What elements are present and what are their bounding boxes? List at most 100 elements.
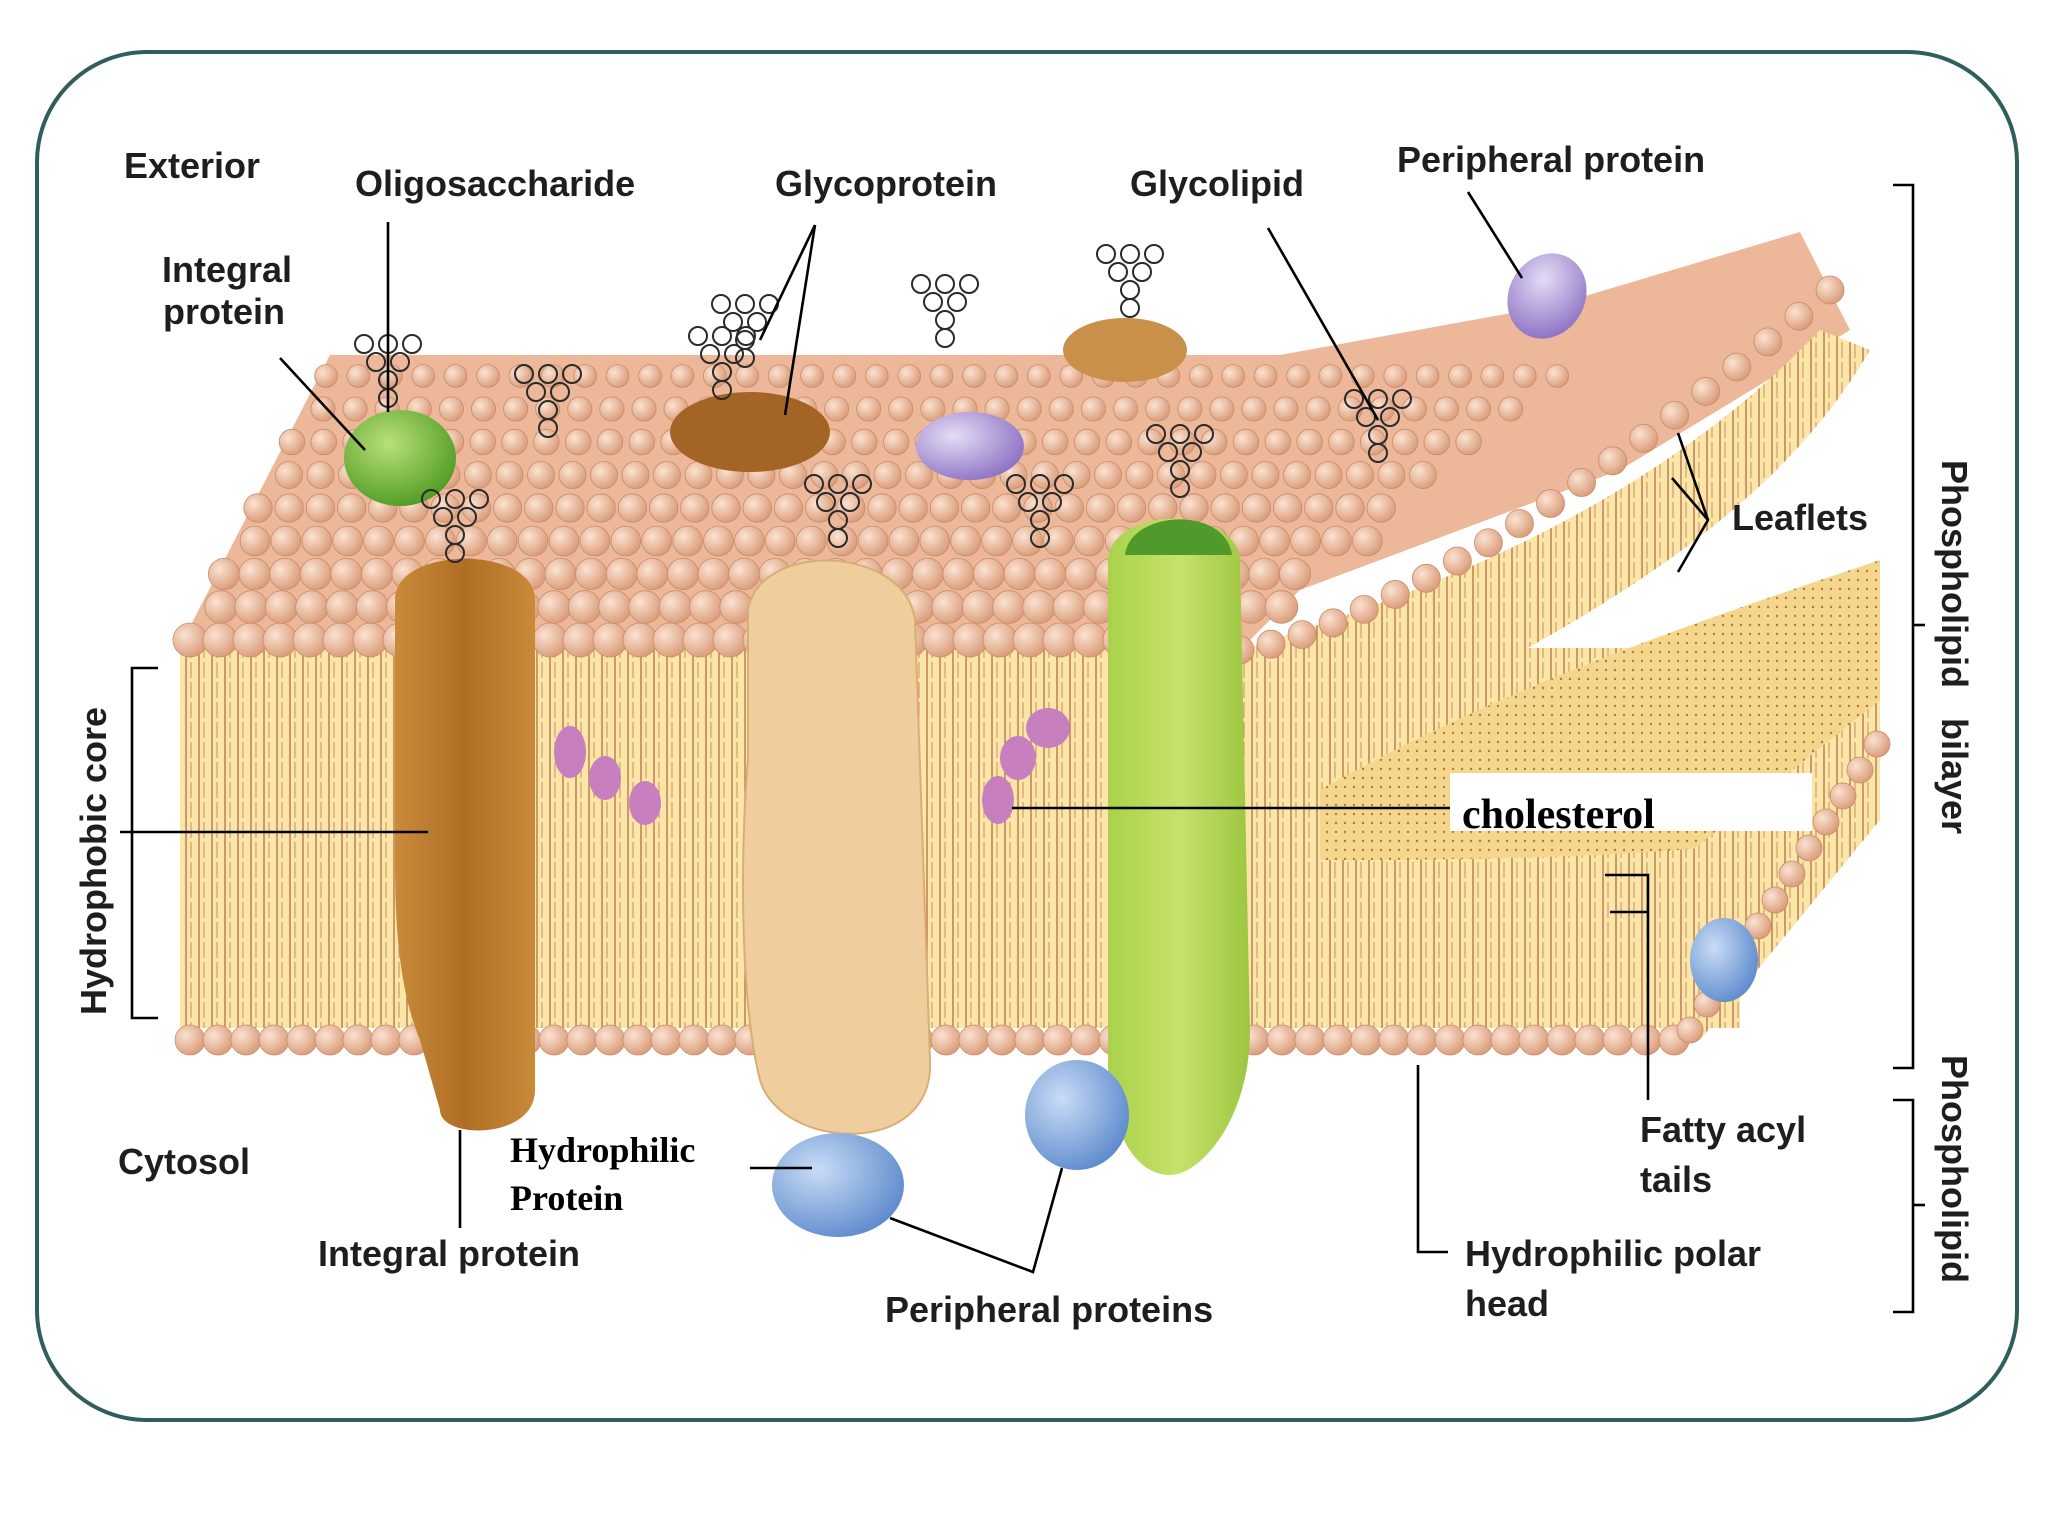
phospholipid-head xyxy=(1221,462,1248,489)
phospholipid-head xyxy=(649,494,677,522)
phospholipid-head xyxy=(637,558,668,589)
phospholipid-head xyxy=(1435,1025,1465,1055)
phospholipid-head xyxy=(712,494,740,522)
phospholipid-head xyxy=(735,526,765,556)
phospholipid-head xyxy=(353,623,387,657)
phospholipid-head xyxy=(1599,447,1627,475)
phospholipid-head xyxy=(1023,591,1056,624)
phospholipid-head xyxy=(1095,462,1122,489)
phospholipid-head xyxy=(857,397,881,421)
phospholipid-head xyxy=(271,526,301,556)
phospholipid-head xyxy=(1065,558,1096,589)
phospholipid-head xyxy=(1402,397,1426,421)
phospholipid-head xyxy=(1284,462,1311,489)
cytosol-label: Cytosol xyxy=(118,1141,250,1182)
peripheral-protein-blue-left xyxy=(772,1133,904,1237)
phospholipid-head xyxy=(962,591,995,624)
phospholipid-head xyxy=(1329,429,1355,455)
phospholipid-head xyxy=(323,623,357,657)
phospholipid-head xyxy=(300,558,331,589)
phospholipid-head xyxy=(315,365,338,388)
phospholipid-head xyxy=(525,494,553,522)
phospholipid-head xyxy=(868,494,896,522)
phospholipid-head xyxy=(1178,397,1202,421)
integral-protein-top-label-line1: Integral xyxy=(162,249,292,290)
phospholipid-head xyxy=(563,623,597,657)
phospholipid-head xyxy=(1456,429,1482,455)
phospholipid-head xyxy=(302,526,332,556)
phospholipid-head xyxy=(1265,591,1298,624)
phospholipid-head xyxy=(259,1025,289,1055)
phospholipid-head xyxy=(973,558,1004,589)
phospholipid-head xyxy=(240,526,270,556)
phospholipid-head xyxy=(623,623,657,657)
glycoprotein-brown-cap xyxy=(670,392,830,472)
phospholipid-head xyxy=(1384,365,1407,388)
phospholipid-head xyxy=(1410,462,1437,489)
phospholipid-head xyxy=(276,462,303,489)
phospholipid-head xyxy=(1180,494,1208,522)
phospholipid-head xyxy=(1042,429,1068,455)
phospholipid-head xyxy=(1692,377,1720,405)
phospholipid-head xyxy=(315,1025,345,1055)
glycolipid-cap xyxy=(1063,318,1187,382)
phospholipid-head xyxy=(993,591,1026,624)
peripheral-protein-purple-surface xyxy=(916,412,1024,480)
phospholipid-head xyxy=(1677,1017,1703,1043)
phospholipid-head xyxy=(203,1025,233,1055)
phospholipid-head xyxy=(1295,1025,1325,1055)
phospholipid-head xyxy=(565,429,591,455)
phospholipid-head xyxy=(1319,365,1342,388)
phospholipid-head xyxy=(597,429,623,455)
hydrophobic-core-label: Hydrophobic core xyxy=(73,707,114,1015)
phospholipid-head xyxy=(713,623,747,657)
phospholipid-head xyxy=(518,526,548,556)
glycoprotein-label: Glycoprotein xyxy=(775,163,997,204)
phospholipid-head xyxy=(932,591,965,624)
phospholipid-head xyxy=(545,558,576,589)
phospholipid-head xyxy=(1004,558,1035,589)
phospholipid-head xyxy=(1407,1025,1437,1055)
phospholipid-head xyxy=(993,494,1021,522)
peripheral-proteins-label: Peripheral proteins xyxy=(885,1289,1213,1330)
phospholipid-head xyxy=(743,494,771,522)
phospholipid-head xyxy=(263,623,297,657)
phospholipid-head xyxy=(1053,591,1086,624)
phospholipid-head xyxy=(595,1025,625,1055)
phospholipid-head xyxy=(1603,1025,1633,1055)
phospholipid-head xyxy=(1754,328,1782,356)
polar-head-label-line1: Hydrophilic polar xyxy=(1465,1233,1761,1274)
phospholipid-head xyxy=(1481,365,1504,388)
phospholipid-head xyxy=(426,526,456,556)
phospholipid-head xyxy=(239,558,270,589)
phospholipid-head xyxy=(629,591,662,624)
phospholipid-head xyxy=(611,526,641,556)
phospholipid-head xyxy=(539,1025,569,1055)
fatty-acyl-label-line2: tails xyxy=(1640,1159,1712,1200)
hydrophilic-protein-label-line2: Protein xyxy=(510,1178,623,1218)
phospholipid-head xyxy=(568,397,592,421)
phospholipid-head xyxy=(1081,397,1105,421)
oligosaccharide-label: Oligosaccharide xyxy=(355,163,635,204)
phospholipid-head xyxy=(1392,429,1418,455)
phospholipid-head xyxy=(1242,397,1266,421)
peripheral-protein-top-label: Peripheral protein xyxy=(1397,139,1705,180)
phospholipid-head xyxy=(959,1025,989,1055)
phospholipid-head xyxy=(1265,429,1291,455)
phospholipid-head xyxy=(681,494,709,522)
peripheral-protein-blue-back xyxy=(1690,918,1758,1002)
phospholipid-head xyxy=(528,462,555,489)
phospholipid-head xyxy=(279,429,305,455)
phospholipid-head xyxy=(931,1025,961,1055)
phospholipid-head xyxy=(502,429,528,455)
phospholipid-head xyxy=(1631,1025,1661,1055)
phospholipid-head xyxy=(533,623,567,657)
phospholipid-head xyxy=(591,462,618,489)
phospholipid-head xyxy=(774,494,802,522)
fatty-acyl-label-line1: Fatty acyl xyxy=(1640,1109,1806,1150)
phospholipid-head xyxy=(606,365,629,388)
phospholipid-head xyxy=(1813,809,1839,835)
phospholipid-head xyxy=(1273,494,1301,522)
phospholipid-head xyxy=(899,494,927,522)
phospholipid-head xyxy=(1146,397,1170,421)
